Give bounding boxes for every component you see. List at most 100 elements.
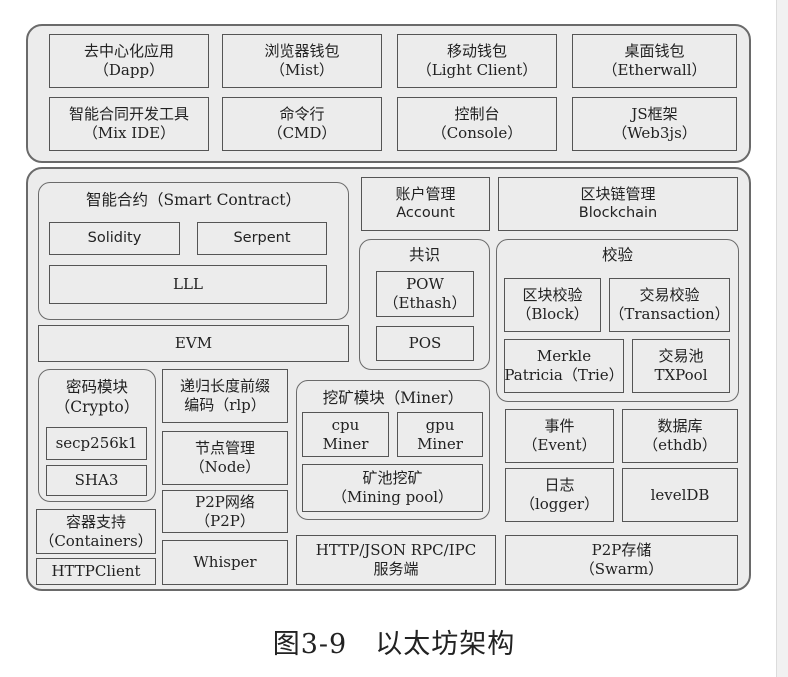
etherwall-sub: （Etherwall）	[602, 61, 707, 79]
mix-ide-box: 智能合同开发工具 （Mix IDE）	[49, 97, 209, 151]
event-label: 事件	[544, 417, 575, 435]
crypto-title: 密码模块 （Crypto）	[38, 377, 156, 417]
account-box: 账户管理 Account	[361, 177, 490, 231]
whisper-box: Whisper	[162, 540, 288, 585]
figure-caption: 图3-9 以太坊架构	[272, 629, 516, 660]
console-box: 控制台 （Console）	[397, 97, 557, 151]
logger-label: 日志	[544, 476, 575, 494]
gpu-miner-label: gpu	[425, 415, 455, 434]
swarm-label: P2P存储	[591, 541, 652, 559]
mist-sub: （Mist）	[270, 61, 334, 79]
node-sub: （Node）	[189, 458, 261, 476]
leveldb-label: levelDB	[650, 485, 710, 504]
cmd-label: 命令行	[279, 105, 325, 123]
rlp-sub: 编码（rlp）	[184, 396, 266, 414]
secp256k1-box: secp256k1	[46, 427, 147, 460]
cpu-miner-sub: Miner	[322, 434, 369, 453]
cpu-miner-label: cpu	[331, 415, 360, 434]
transaction-verify-label: 交易校验	[639, 286, 700, 304]
containers-box: 容器支持 （Containers）	[36, 509, 156, 554]
verify-title: 校验	[601, 246, 633, 264]
containers-sub: （Containers）	[39, 531, 153, 550]
mix-ide-label: 智能合同开发工具	[68, 105, 189, 123]
rpc-box: HTTP/JSON RPC/IPC 服务端	[296, 535, 496, 585]
txpool-box: 交易池 TXPool	[632, 339, 730, 393]
evm-box: EVM	[38, 325, 349, 362]
pos-box: POS	[376, 326, 474, 361]
httpclient-label: HTTPClient	[51, 562, 141, 580]
merkle-label: Merkle	[536, 347, 592, 365]
web3js-sub: （Web3js）	[612, 124, 697, 142]
light-client-box: 移动钱包 （Light Client）	[397, 34, 557, 88]
cmd-box: 命令行 （CMD）	[222, 97, 382, 151]
dapp-label: 去中心化应用	[83, 42, 174, 60]
dapp-box: 去中心化应用 （Dapp）	[49, 34, 209, 88]
pow-sub: （Ethash）	[383, 294, 467, 312]
account-sub: Account	[396, 205, 455, 221]
rpc-label: HTTP/JSON RPC/IPC	[315, 541, 477, 559]
p2p-box: P2P网络 （P2P）	[162, 490, 288, 533]
pow-label: POW	[406, 275, 444, 293]
mist-label: 浏览器钱包	[264, 42, 340, 60]
block-verify-box: 区块校验 （Block）	[504, 278, 601, 332]
etherwall-box: 桌面钱包 （Etherwall）	[572, 34, 737, 88]
p2p-label: P2P网络	[195, 492, 255, 511]
console-label: 控制台	[454, 105, 500, 123]
rlp-label: 递归长度前缀	[179, 377, 270, 395]
txpool-label: 交易池	[658, 347, 704, 365]
mining-pool-box: 矿池挖矿 （Mining pool）	[302, 464, 483, 512]
cpu-miner-box: cpu Miner	[302, 412, 389, 457]
smart-contract-title: 智能合约（Smart Contract）	[85, 191, 302, 209]
web3js-box: JS框架 （Web3js）	[572, 97, 737, 151]
ethdb-label: 数据库	[657, 417, 703, 435]
crypto-title-sub: （Crypto）	[54, 398, 140, 416]
whisper-label: Whisper	[193, 553, 257, 571]
transaction-verify-sub: （Transaction）	[609, 305, 730, 323]
ethdb-box: 数据库 （ethdb）	[622, 409, 738, 463]
mix-ide-sub: （Mix IDE）	[82, 124, 176, 142]
rpc-sub: 服务端	[373, 560, 419, 578]
gpu-miner-box: gpu Miner	[397, 412, 483, 457]
serpent-box: Serpent	[197, 222, 327, 255]
secp256k1-label: secp256k1	[55, 434, 138, 452]
page-edge	[776, 0, 788, 677]
sha3-label: SHA3	[74, 471, 119, 489]
merkle-sub: Patricia（Trie）	[504, 366, 624, 384]
p2p-sub: （P2P）	[195, 511, 255, 530]
solidity-label: Solidity	[87, 230, 142, 246]
rlp-box: 递归长度前缀 编码（rlp）	[162, 369, 288, 423]
leveldb-box: levelDB	[622, 468, 738, 522]
logger-box: 日志 （logger）	[505, 468, 614, 522]
sha3-box: SHA3	[46, 465, 147, 496]
consensus-title: 共识	[408, 246, 440, 264]
event-sub: （Event）	[522, 436, 597, 454]
lll-label: LLL	[173, 275, 203, 293]
swarm-box: P2P存储 （Swarm）	[505, 535, 738, 585]
txpool-sub: TXPool	[654, 366, 708, 384]
node-box: 节点管理 （Node）	[162, 431, 288, 485]
swarm-sub: （Swarm）	[579, 560, 664, 578]
light-client-label: 移动钱包	[446, 42, 507, 60]
logger-sub: （logger）	[519, 495, 600, 513]
account-label: 账户管理	[395, 185, 456, 203]
blockchain-box: 区块链管理 Blockchain	[498, 177, 738, 231]
mist-box: 浏览器钱包 （Mist）	[222, 34, 382, 88]
light-client-sub: （Light Client）	[416, 61, 538, 79]
etherwall-label: 桌面钱包	[624, 42, 685, 60]
dapp-sub: （Dapp）	[93, 61, 165, 79]
containers-label: 容器支持	[65, 512, 126, 531]
pos-label: POS	[408, 334, 442, 352]
merkle-box: Merkle Patricia（Trie）	[504, 339, 624, 393]
block-verify-sub: （Block）	[516, 305, 589, 323]
web3js-label: JS框架	[631, 105, 678, 123]
mining-pool-sub: （Mining pool）	[331, 488, 454, 506]
ethdb-sub: （ethdb）	[643, 436, 717, 454]
lll-box: LLL	[49, 265, 327, 304]
blockchain-label: 区块链管理	[580, 185, 656, 203]
solidity-box: Solidity	[49, 222, 180, 255]
mining-pool-label: 矿池挖矿	[362, 469, 423, 487]
event-box: 事件 （Event）	[505, 409, 614, 463]
gpu-miner-sub: Miner	[417, 434, 463, 453]
evm-label: EVM	[174, 334, 213, 352]
cmd-sub: （CMD）	[267, 124, 337, 142]
